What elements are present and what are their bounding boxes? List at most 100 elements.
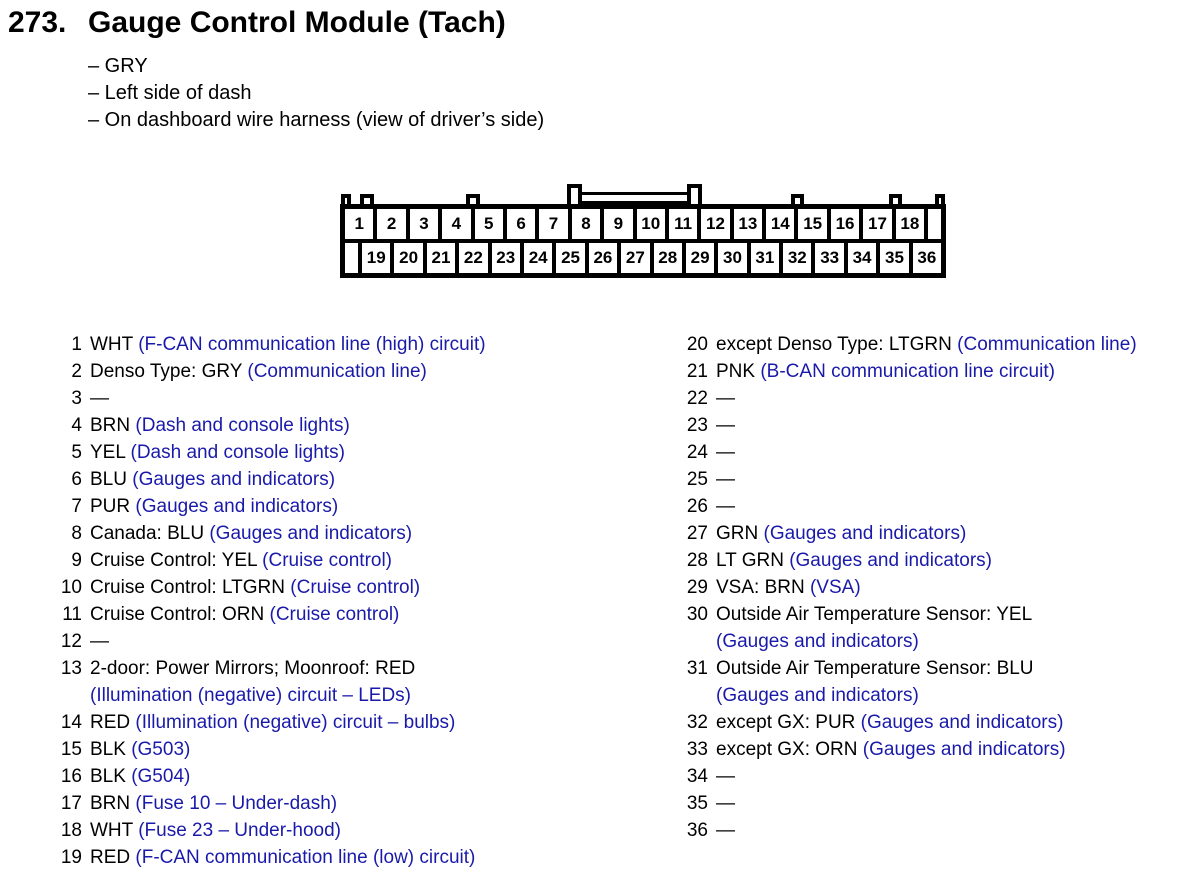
pin-cell-1: 1 (345, 209, 374, 239)
wire-label: PNK (716, 361, 761, 382)
bullet-location: – Left side of dash (88, 82, 252, 104)
wire-label: Denso Type: GRY (90, 361, 248, 382)
pin-desc-29: 29 VSA: BRN (VSA) (686, 574, 1191, 601)
pin-cell-14: 14 (766, 209, 795, 239)
pin-desc-25: 25— (686, 466, 1191, 493)
pin-cell-21: 21 (426, 243, 456, 273)
pin-description: — (716, 385, 1191, 412)
pin-desc-34: 34— (686, 763, 1191, 790)
pin-cell-33: 33 (815, 243, 844, 273)
pin-number: 18 (60, 820, 82, 841)
pin-description: — (716, 817, 1191, 844)
circuit-note: (Communication line) (247, 361, 427, 382)
pin-number: 21 (686, 361, 708, 382)
circuit-note: (Illumination (negative) circuit – LEDs) (90, 685, 412, 706)
pin-number: 22 (686, 388, 708, 409)
pin-number: 8 (71, 523, 82, 544)
wire-label: — (716, 766, 735, 787)
pin-number: 17 (60, 793, 82, 814)
circuit-note: (Dash and console lights) (135, 415, 350, 436)
pin-cell-29: 29 (685, 243, 715, 273)
pin-cell-20: 20 (394, 243, 423, 273)
pin-desc-24: 24— (686, 439, 1191, 466)
wire-label: — (716, 469, 735, 490)
wire-label: 2-door: Power Mirrors; Moonroof: RED (90, 658, 416, 679)
pin-cell-23: 23 (491, 243, 520, 273)
pin-number: 29 (686, 577, 708, 598)
pin-number: 27 (686, 523, 708, 544)
pin-cell-15: 15 (798, 209, 827, 239)
circuit-note: (Gauges and indicators) (716, 685, 919, 706)
wire-label: VSA: BRN (716, 577, 810, 598)
pin-cell-35: 35 (880, 243, 909, 273)
pin-number: 1 (71, 334, 82, 355)
wire-label: Cruise Control: ORN (90, 604, 270, 625)
pin-cell-5: 5 (474, 209, 503, 239)
connector-tab (889, 194, 902, 204)
wire-label: — (716, 820, 735, 841)
pin-cell-22: 22 (459, 243, 488, 273)
pin-desc-3: 3— (60, 385, 625, 412)
wire-label: BLK (90, 766, 132, 787)
wire-label: Canada: BLU (90, 523, 210, 544)
wire-label: PUR (90, 496, 136, 517)
pin-cell-25: 25 (556, 243, 585, 273)
connector-latch-post-right (687, 184, 702, 204)
pin-description: WHT (Fuse 23 – Under-hood) (90, 817, 625, 844)
pin-desc-26: 26— (686, 493, 1191, 520)
wire-label: BLU (90, 469, 133, 490)
wire-label: except GX: PUR (716, 712, 861, 733)
connector-tab-left-corner (341, 194, 351, 204)
pin-cell-26: 26 (588, 243, 618, 273)
pin-desc-23: 23— (686, 412, 1191, 439)
pin-number: 6 (71, 469, 82, 490)
pin-cell-28: 28 (653, 243, 682, 273)
pin-description: Outside Air Temperature Sensor: YEL(Gaug… (716, 601, 1191, 655)
circuit-note: (Cruise control) (290, 577, 421, 598)
pin-cell-32: 32 (783, 243, 812, 273)
wire-label: except Denso Type: LTGRN (716, 334, 958, 355)
wire-label: RED (90, 712, 136, 733)
pin-description: VSA: BRN (VSA) (716, 574, 1191, 601)
circuit-note: (Fuse 23 – Under-hood) (138, 820, 341, 841)
pin-description: except GX: ORN (Gauges and indicators) (716, 736, 1191, 763)
pin-cell-16: 16 (830, 209, 860, 239)
pin-cell-19: 19 (362, 243, 391, 273)
wire-label: WHT (90, 820, 139, 841)
pin-number: 11 (62, 604, 82, 625)
pin-description: — (716, 466, 1191, 493)
pin-cell-17: 17 (863, 209, 892, 239)
pin-cell-9: 9 (604, 209, 633, 239)
pin-description: — (716, 439, 1191, 466)
pin-description: Outside Air Temperature Sensor: BLU(Gaug… (716, 655, 1191, 709)
circuit-note: (B-CAN communication line circuit) (760, 361, 1055, 382)
pin-description: except GX: PUR (Gauges and indicators) (716, 709, 1191, 736)
pin-number: 3 (71, 388, 82, 409)
pin-number: 36 (686, 820, 708, 841)
pin-cell-blank (345, 243, 358, 273)
circuit-note: (G503) (131, 739, 191, 760)
pin-description: — (716, 763, 1191, 790)
pin-number: 26 (686, 496, 708, 517)
bullet-connector-color: – GRY (88, 55, 148, 77)
pin-cell-31: 31 (750, 243, 780, 273)
pin-description: except Denso Type: LTGRN (Communication … (716, 331, 1191, 358)
pin-description: Cruise Control: ORN (Cruise control) (90, 601, 625, 628)
pin-cell-34: 34 (847, 243, 877, 273)
pin-description: RED (Illumination (negative) circuit – b… (90, 709, 625, 736)
pin-desc-21: 21 PNK (B-CAN communication line circuit) (686, 358, 1191, 385)
circuit-note: (Illumination (negative) circuit – bulbs… (135, 712, 456, 733)
